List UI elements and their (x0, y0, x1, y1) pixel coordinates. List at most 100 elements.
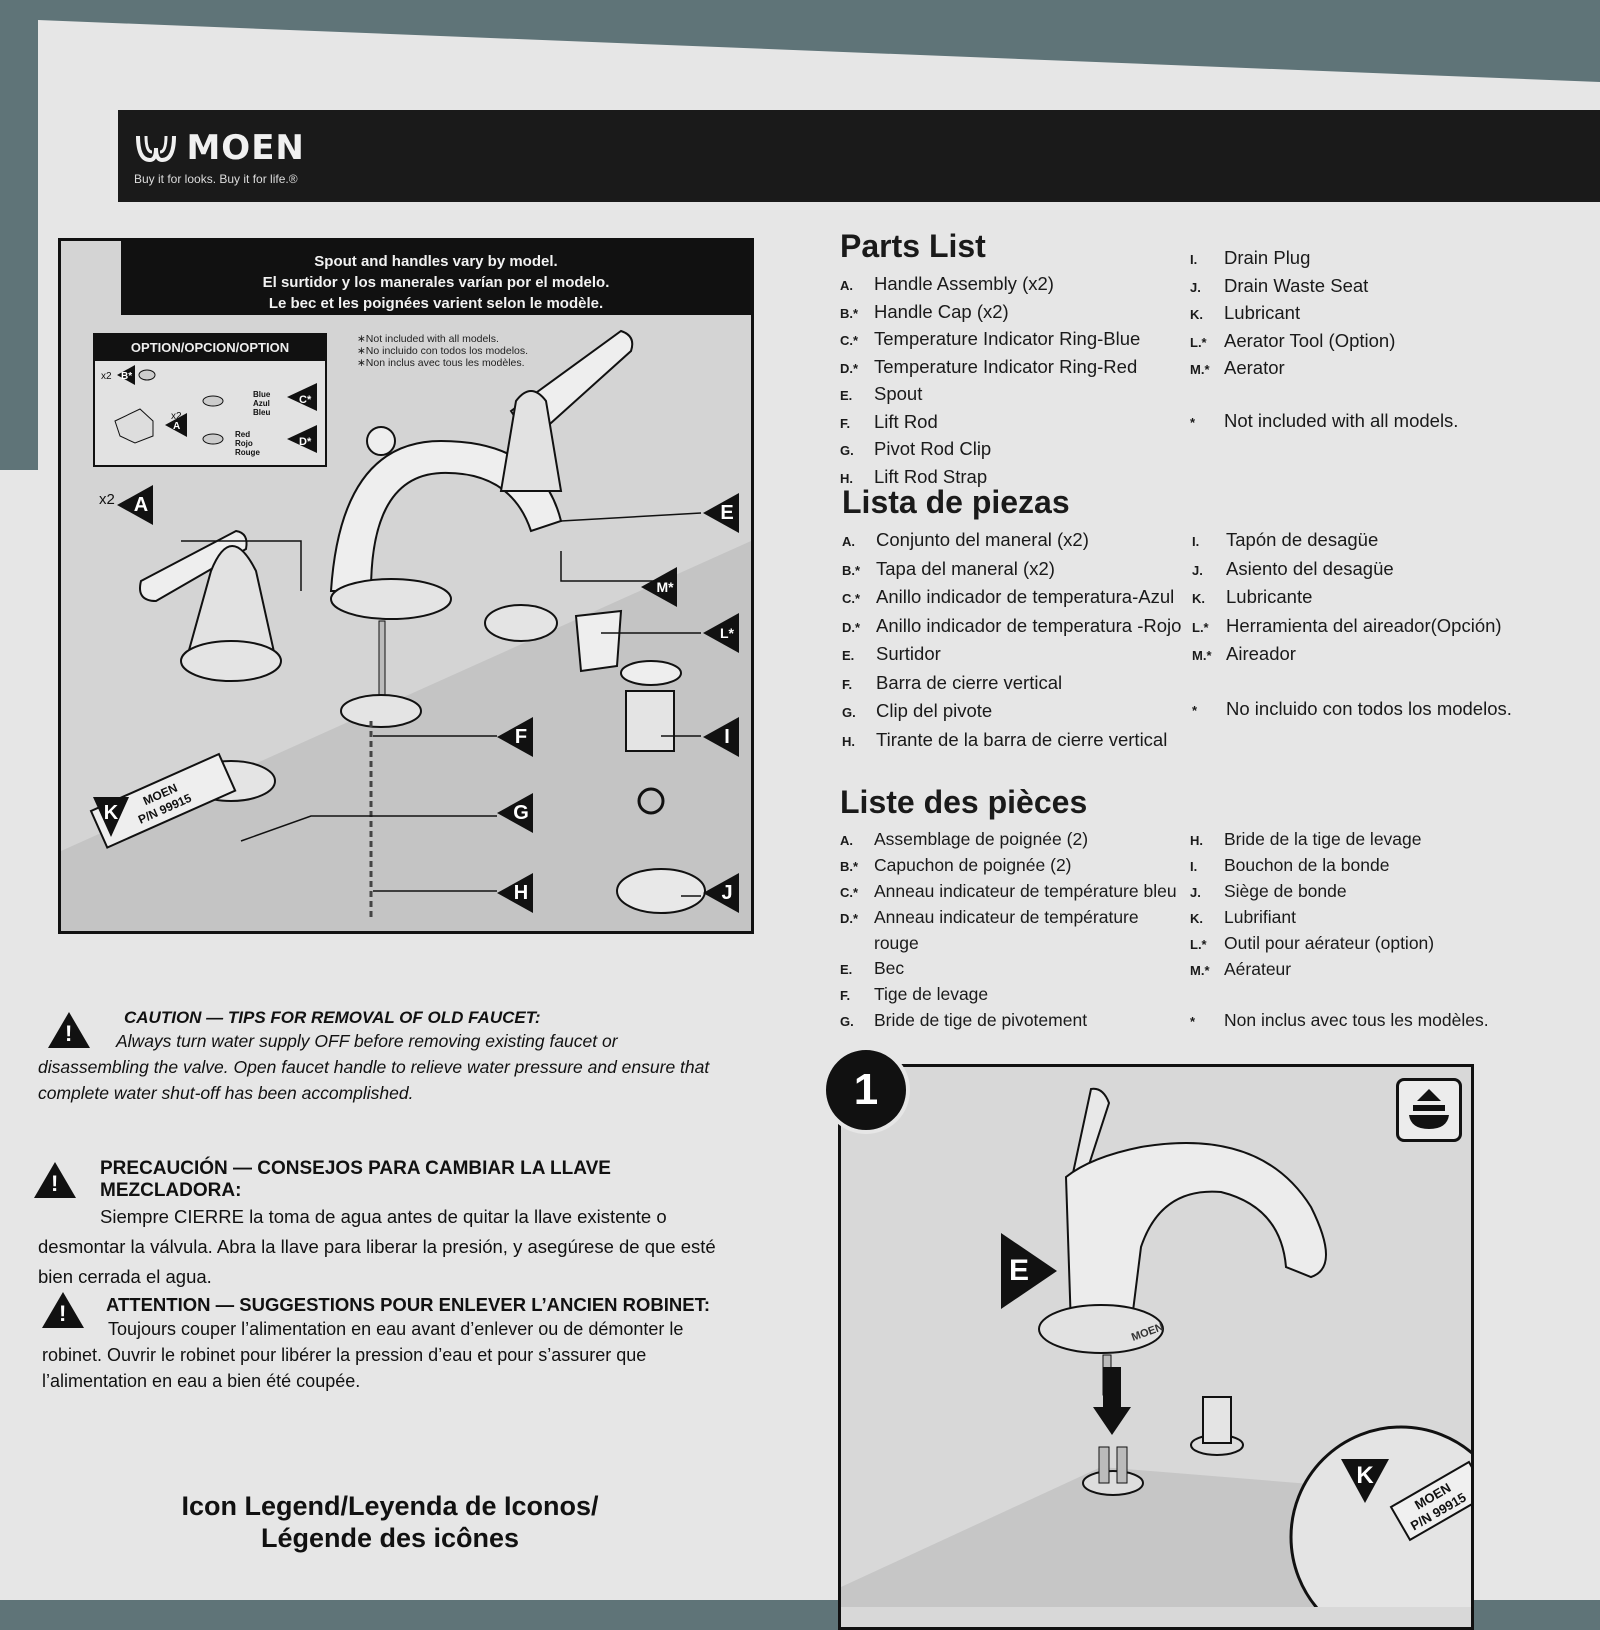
part-row: L.*Aerator Tool (Option) (1190, 328, 1490, 356)
callout-i: I (703, 717, 739, 757)
part-name: Lift Rod (874, 410, 938, 432)
part-row: D.*Anneau indicateur de température (840, 905, 1180, 931)
part-name: Tapón de desagüe (1226, 529, 1379, 550)
part-key: * (1190, 1014, 1196, 1029)
part-row: A.Assemblage de poignée (2) (840, 827, 1180, 853)
caption-es: El surtidor y los manerales varían por e… (262, 274, 610, 291)
part-name: Drain Plug (1224, 247, 1311, 268)
parts-list-title: Parts List (840, 228, 986, 264)
part-name: Lubrifiant (1224, 907, 1296, 927)
option-x2-a: x2 (171, 411, 182, 422)
part-name: Not included with all models. (1224, 410, 1459, 431)
parts-list-en: Parts List A. Handle Assembly (x2) B.*Hand… (840, 228, 1490, 491)
part-key: K. (1190, 307, 1203, 322)
caption-en: Spout and handles vary by model. (314, 253, 558, 270)
callout-k: K (93, 797, 129, 837)
caution-title: CAUTION — TIPS FOR REMOVAL OF OLD FAUCET… (124, 1008, 541, 1027)
part-row: D.* Anillo indicador de temperatura -Rojo (842, 613, 1182, 642)
part-name: Herramienta del aireador(Opción) (1226, 614, 1502, 636)
part-row: B.*Handle Cap (x2) (840, 299, 1180, 327)
not-included-es: ∗No incluido con todos los modelos. (357, 345, 529, 357)
part-name: Tapa del maneral (x2) (876, 557, 1055, 579)
part-key: J. (1190, 885, 1201, 900)
callout-f: F (497, 717, 533, 757)
part-name: Tige de levage (874, 984, 989, 1004)
part-key: * (1190, 415, 1196, 430)
part-name: Asiento del desagüe (1226, 557, 1394, 579)
step-number: 1 (822, 1046, 910, 1134)
part-name: Bride de la tige de levage (1224, 829, 1422, 849)
part-key: G. (840, 1014, 854, 1029)
part-row: F. Tige de levage (840, 982, 1180, 1008)
part-row: I. Bouchon de la bonde (1190, 853, 1490, 879)
svg-text:A: A (173, 421, 180, 432)
part-name: Anneau indicateur de température bleu (874, 881, 1177, 901)
parts-list-col-left: A.Conjunto del maneral (x2)B.*Tapa del m… (842, 527, 1182, 755)
part-name: Bouchon de la bonde (1224, 855, 1390, 875)
legend-line-2: Légende des icônes (260, 1523, 520, 1553)
part-key: B.* (842, 562, 861, 578)
part-name: Lubricante (1226, 586, 1313, 607)
part-name: Anillo indicador de temperatura-Azul (876, 586, 1175, 607)
part-key: F. (840, 988, 851, 1003)
part-name: Capuchon de poignée (2) (874, 855, 1072, 875)
part-row: L.* Herramienta del aireador(Opción) (1192, 613, 1502, 642)
part-key: A. (840, 278, 853, 293)
part-key: J. (1192, 562, 1203, 578)
part-row (1192, 670, 1492, 697)
part-key: C.* (842, 591, 861, 606)
part-name: Aerator Tool (Option) (1224, 329, 1396, 351)
part-key: K. (1190, 911, 1203, 926)
part-name: Siège de bonde (1224, 881, 1347, 901)
step-1-panel: MOEN MOEN P/N 99915 E K (838, 1064, 1474, 1630)
lubricant-part-number: P/N 99915 (136, 791, 194, 827)
part-name: Assemblage de poignée (2) (874, 829, 1089, 849)
part-name: Spout (874, 383, 923, 404)
part-row: * No incluido con todos los modelos. (1192, 696, 1512, 725)
svg-text:D*: D* (299, 436, 312, 448)
warning-icon (42, 1292, 84, 1328)
part-key: * (1192, 703, 1198, 718)
part-key: C.* (840, 885, 859, 900)
part-name: Lubricant (1224, 302, 1301, 323)
part-name: Handle Cap (x2) (874, 300, 1009, 322)
part-row: J. Asiento del desagüe (1192, 556, 1492, 585)
brand-name: MOEN (186, 128, 305, 168)
part-row: I.Drain Plug (1190, 245, 1490, 273)
part-key: D.* (840, 360, 859, 376)
part-key: K. (1192, 591, 1205, 606)
caution-body: Siempre CIERRE la toma de agua antes de … (38, 1206, 716, 1287)
part-key: M.* (1190, 362, 1210, 377)
header-bar (118, 110, 1600, 202)
caution-body: Always turn water supply OFF before remo… (38, 1031, 710, 1103)
part-name: Non inclus avec tous les modèles. (1224, 1010, 1489, 1030)
brand-tagline: Buy it for looks. Buy it for life.® (134, 172, 298, 186)
part-row: E.Bec (840, 956, 1180, 982)
part-row: G.Bride de tige de pivotement (840, 1008, 1180, 1034)
part-name: Handle Assembly (x2) (874, 273, 1054, 294)
part-key: I. (1190, 859, 1198, 874)
not-included-fr: ∗Non inclus avec tous les modèles. (357, 357, 525, 369)
part-row: C.* Anneau indicateur de température bleu (840, 879, 1180, 905)
part-key: C.* (840, 333, 859, 348)
part-name: Clip del pivote (876, 700, 993, 721)
sink-mount-glyph (1409, 1089, 1449, 1129)
part-name: No incluido con todos los modelos. (1226, 698, 1512, 719)
part-row: M.*Aérateur (1190, 957, 1490, 983)
part-key: M.* (1192, 648, 1212, 663)
part-key: G. (842, 705, 856, 720)
part-row (1190, 983, 1490, 1008)
option-inset: OPTION/OPCION/OPTION x2 B* x2 A Blue Azu… (93, 333, 327, 467)
sink-mount-icon (1396, 1078, 1462, 1142)
part-key: E. (842, 648, 855, 663)
part-key: L.* (1192, 619, 1209, 635)
part-row: K. Lubricante (1192, 584, 1492, 613)
part-name: Anillo indicador de temperatura -Rojo (876, 614, 1182, 636)
part-key: D.* (842, 619, 861, 635)
part-name: Barra de cierre vertical (876, 671, 1063, 693)
part-key: E. (840, 388, 853, 403)
part-key: F. (840, 415, 851, 431)
part-row: C.*Temperature Indicator Ring-Blue (840, 326, 1180, 354)
